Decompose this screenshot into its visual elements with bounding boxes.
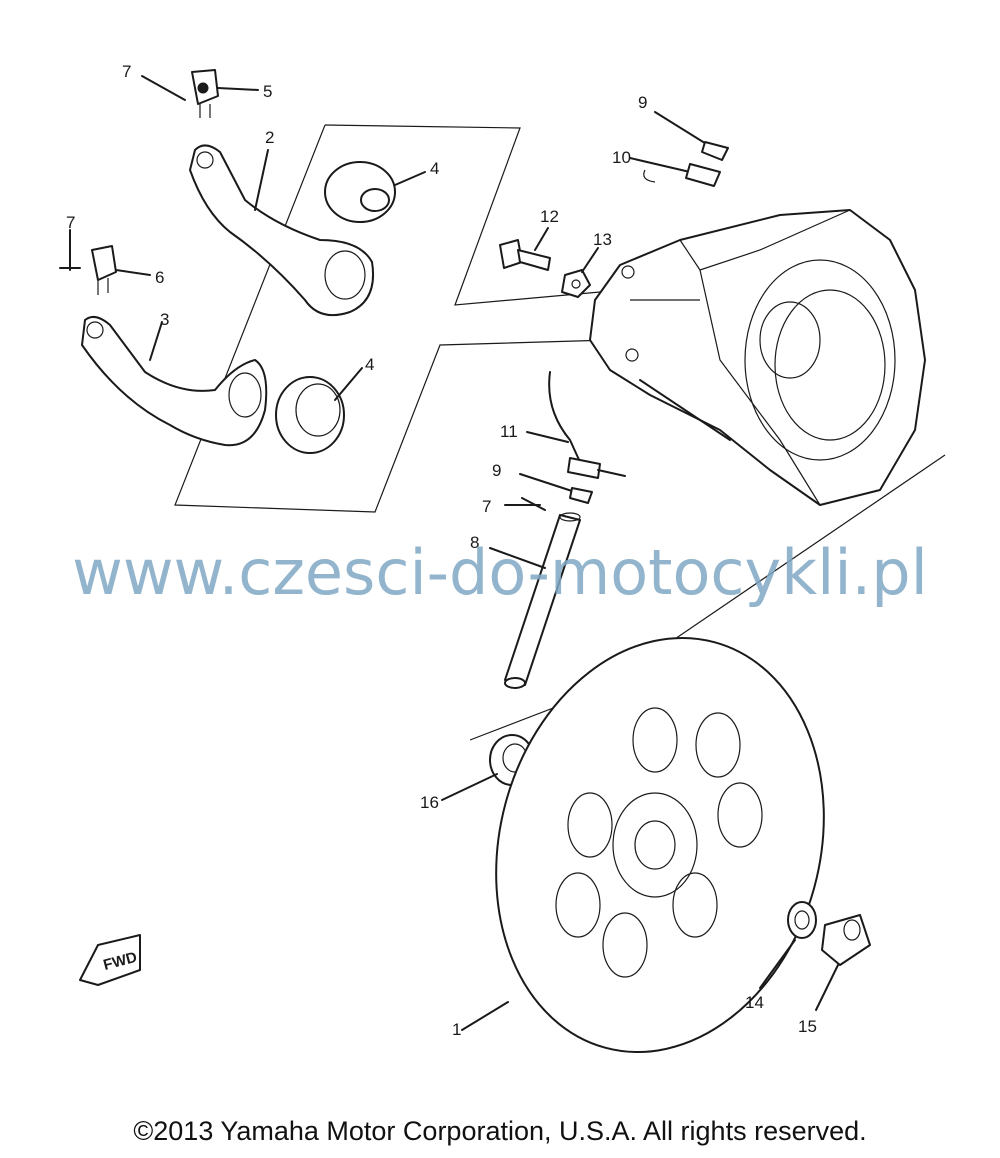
callout-14: 14 [745,993,764,1012]
callout-16: 16 [420,793,439,812]
callout-5: 5 [263,82,272,101]
callout-1: 1 [452,1020,461,1039]
nut-part-13 [561,247,599,298]
arm-part-3 [81,315,268,447]
bracket-part-6 [91,245,151,295]
shaft-part-8 [489,512,581,689]
callout-4: 4 [365,355,374,374]
callout-9: 9 [492,461,501,480]
callout-11: 11 [500,422,518,441]
bushing-part-4-lower [275,367,363,454]
washer-part-14 [759,901,817,989]
callout-8: 8 [470,533,479,552]
pin-part-7-left [59,229,81,271]
spring-part-10 [629,157,721,187]
callout-10: 10 [612,148,631,167]
callout-7: 7 [122,62,131,81]
callout-6: 6 [155,268,164,287]
spring-part-11 [526,371,626,479]
callout-3: 3 [160,310,169,329]
screw-part-9-top [654,111,729,161]
callout-12: 12 [540,207,559,226]
nut-part-15 [815,914,871,1011]
screw-part-9-lower [519,473,593,504]
callout-15: 15 [798,1017,817,1036]
callout-7: 7 [66,213,75,232]
callout-9: 9 [638,93,647,112]
pin-part-7-lower [504,497,546,511]
fwd-direction-arrow: FWD [79,934,141,986]
callout-labels: 7 5 2 4 7 6 3 4 9 10 12 13 11 9 7 8 16 1… [66,62,817,1039]
watermark-text: www.czesci-do-motocykli.pl [72,536,928,609]
pin-part-7-top [141,75,186,101]
brake-disc-part-1 [461,636,825,1054]
callout-13: 13 [593,230,612,249]
copyright-notice: ©2013 Yamaha Motor Corporation, U.S.A. A… [133,1116,867,1146]
bracket-part-5 [191,69,259,118]
callout-2: 2 [265,128,274,147]
bushing-part-4-upper [324,161,426,223]
transmission-housing [589,209,926,506]
callout-4: 4 [430,159,439,178]
arm-part-2 [189,144,374,316]
bolt-part-12 [499,227,551,271]
callout-7: 7 [482,497,491,516]
